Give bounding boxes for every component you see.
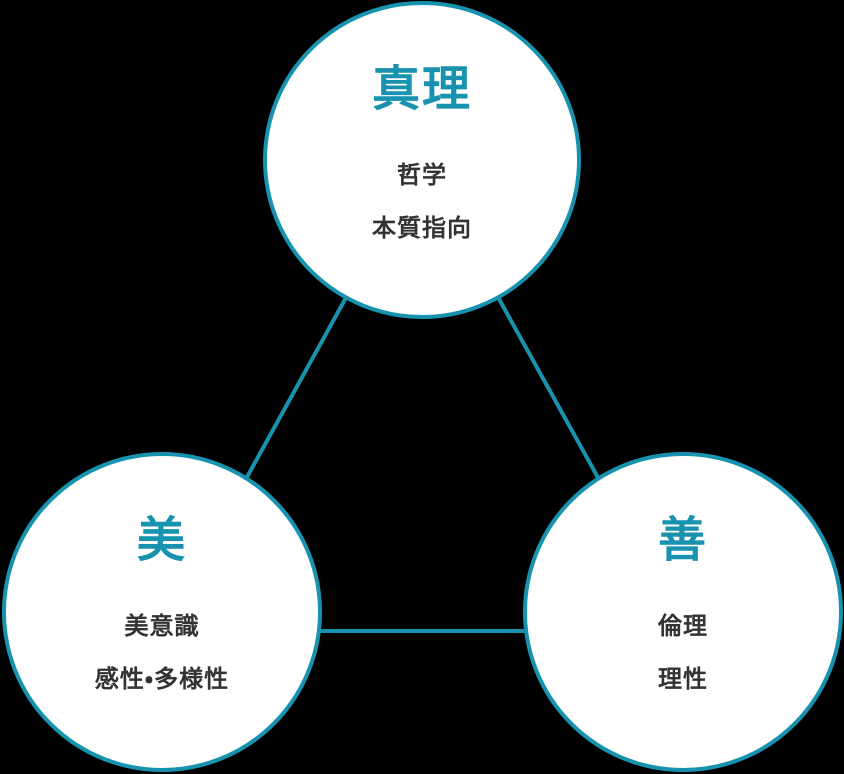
node-beauty: 美 美意識 感性・多様性 — [2, 452, 322, 772]
node-good-subline-1: 倫理 — [658, 613, 708, 640]
node-beauty-subline-2: 感性・多様性 — [94, 666, 230, 693]
node-truth-subline-1: 哲学 — [397, 162, 447, 189]
node-good-subline-2: 理性 — [658, 666, 708, 693]
node-truth-title: 真理 — [371, 63, 472, 116]
node-truth: 真理 哲学 本質指向 — [263, 1, 581, 319]
node-truth-subline-2: 本質指向 — [372, 215, 472, 242]
node-good: 善 倫理 理性 — [523, 452, 843, 772]
node-good-title: 善 — [657, 514, 708, 567]
node-beauty-subline-1: 美意識 — [124, 613, 200, 640]
node-beauty-title: 美 — [136, 514, 187, 567]
